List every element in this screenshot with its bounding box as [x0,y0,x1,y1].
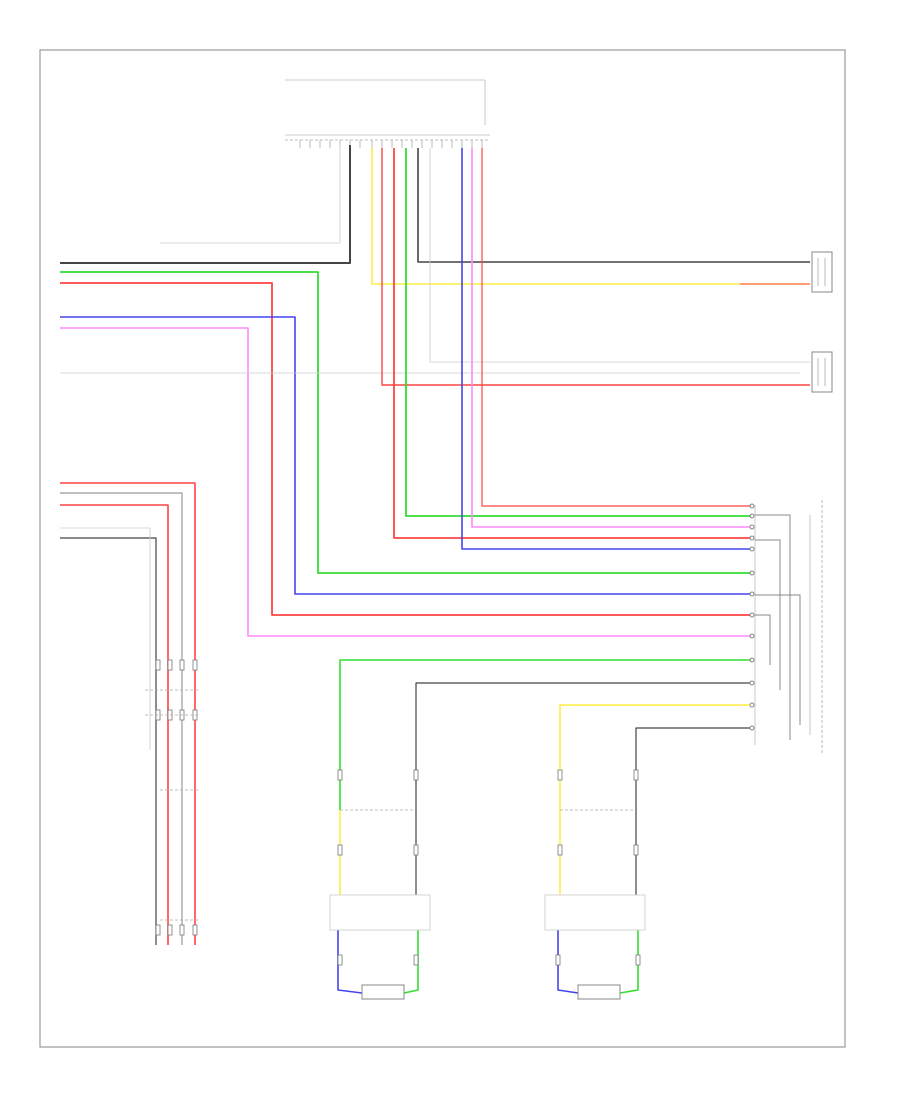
wire-green-left-door [339,659,750,810]
right-tweeter-connector [811,351,833,393]
junction-pin [749,546,755,552]
junction-pin [749,535,755,541]
junction-pin [749,513,755,519]
inline-connector [633,769,639,781]
wire-pink-stereo-junction [471,148,750,528]
left-tweeter-connector [811,251,833,293]
wire-blue-right-speaker [557,930,579,994]
wire-black-bundle-1 [60,537,157,945]
inline-connector [413,954,419,966]
diagram-frame [39,49,846,1048]
wire-gray-top-left [160,145,341,244]
wire-red-stereo-junction-2 [481,148,750,507]
wire-gray-stereo-tweeter [429,148,810,363]
inline-connector [633,844,639,856]
inline-connector [557,844,563,856]
wire-pink-left-main [60,327,750,637]
lower-left-connector-stack [145,689,200,921]
junction-pin [749,524,755,530]
junction-pin [749,612,755,618]
junction-pin [749,657,755,663]
inline-connector [413,769,419,781]
junction-pin [749,503,755,509]
stereo-head-unit-connector [285,79,490,148]
inline-connector [413,844,419,856]
wire-red-tweeter-left [381,148,810,386]
junction-pin [749,570,755,576]
inline-connector [635,954,641,966]
wire-gray-bundle-2 [60,527,151,750]
junction-pin [749,725,755,731]
inline-connector [155,924,161,936]
wire-red-stereo-junction [393,148,750,539]
inline-connector [167,659,173,671]
junction-pin [749,702,755,708]
wire-green-right-speaker [619,930,639,994]
inline-connector [192,924,198,936]
junction-pin [749,633,755,639]
inline-connector [167,924,173,936]
inline-connector [555,954,561,966]
inline-connector [192,659,198,671]
inline-connector [155,659,161,671]
inline-connector [179,659,185,671]
inline-connector [179,924,185,936]
wire-red-left-main [60,282,750,616]
junction-block [754,500,823,755]
wire-yellow-right-door [559,704,750,895]
wire-green-left-main [60,271,750,574]
wire-blue-left-main [60,316,750,595]
inline-connector [337,844,343,856]
wire-blue-left-speaker [337,930,363,994]
wire-yellow-tweeter-left [371,148,810,285]
wire-red-bundle-1 [60,482,196,945]
junction-pin [749,591,755,597]
wire-gray-bundle-1 [60,492,183,945]
wire-red-bundle-2 [60,504,169,945]
left-door-speaker-assembly [329,809,431,1000]
inline-connector [557,769,563,781]
wire-black-right-door [635,727,750,895]
stereo-pin-ticks [299,140,483,148]
wire-green-left-speaker [403,930,419,994]
wire-black-stereo-tweeter [417,148,810,263]
right-door-speaker-assembly [544,809,646,1000]
wire-blue-stereo-junction [461,148,750,550]
wire-green-stereo-junction [405,148,750,517]
wire-black-stereo-left [60,145,351,264]
inline-connector [337,769,343,781]
wire-harness [60,145,810,994]
wire-black-left-door [415,682,750,810]
junction-pin [749,680,755,686]
inline-connector [337,954,343,966]
